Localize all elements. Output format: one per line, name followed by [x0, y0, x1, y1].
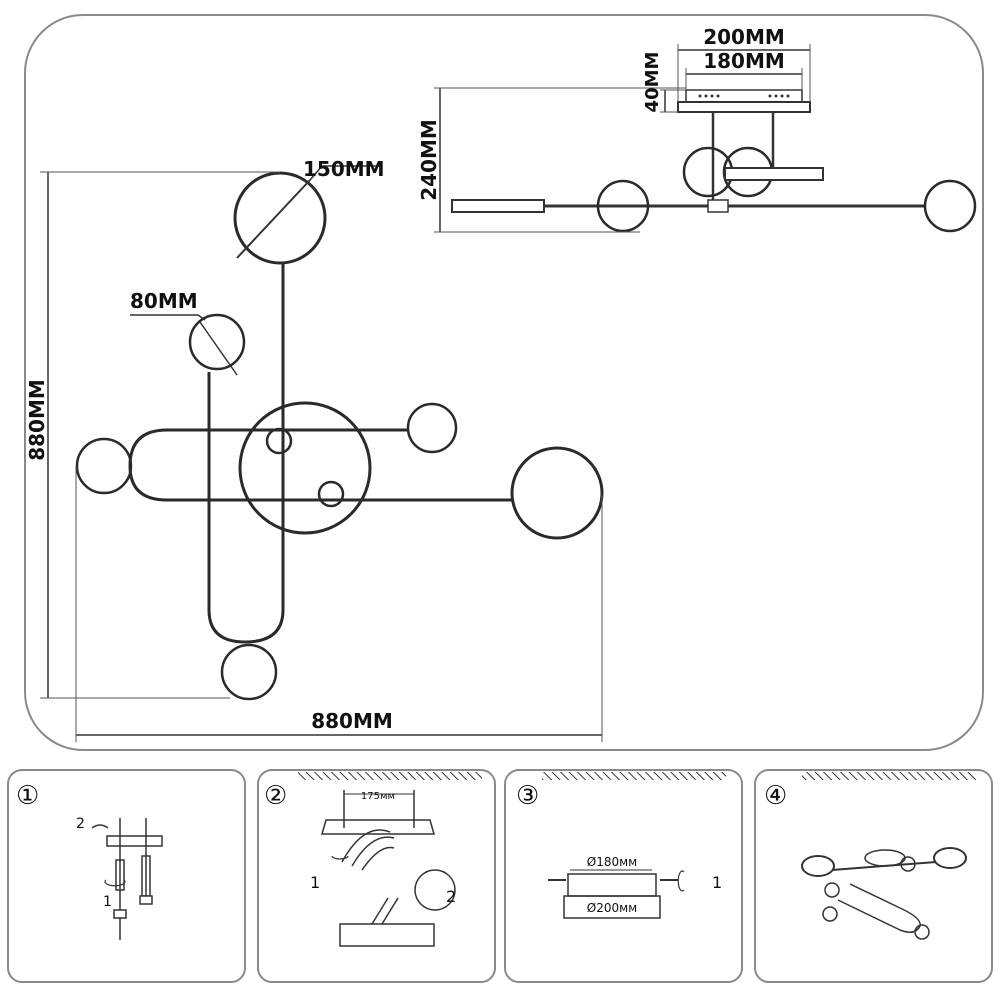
step-3-number: ③: [516, 781, 539, 811]
base-outer-dim: 200MM: [703, 25, 785, 49]
step-2-callout-a: 1: [310, 873, 320, 892]
large-globe-right: [510, 446, 604, 540]
small-globe-left: [75, 437, 133, 495]
step-4-number: ④: [764, 781, 787, 811]
step-2-number: ②: [264, 781, 287, 811]
step-1-number: ①: [16, 781, 39, 811]
ball-small-dim: 80MM: [130, 289, 198, 313]
top-view-drawing: [40, 165, 604, 742]
main-panel-frame: [24, 14, 984, 751]
step-1-callout-b: 1: [103, 894, 112, 910]
ball-large-dim: 150MM: [303, 157, 385, 181]
width-dim: 880MM: [311, 709, 393, 733]
total-drop-dim: 240MM: [417, 119, 441, 201]
step-3-panel: ③ Ø180мм Ø200мм 1: [504, 769, 743, 983]
small-globe-right: [406, 402, 458, 454]
step-3-inner-dim: Ø180мм: [587, 855, 637, 869]
small-globe-bottom: [220, 643, 278, 701]
large-globe-top: [233, 171, 327, 265]
small-globe-upper: [188, 313, 246, 371]
side-view-drawing: [434, 44, 977, 233]
step-4-panel: ④: [754, 769, 993, 983]
step-1-panel: ① 2 1: [7, 769, 246, 983]
height-dim: 880MM: [25, 379, 49, 461]
step-2-panel: ② 175мм 1 2: [257, 769, 496, 983]
step-3-outer-dim: Ø200мм: [587, 901, 637, 915]
step-3-callout-a: 1: [712, 873, 722, 892]
step-2-spacing: 175мм: [361, 791, 395, 802]
step-1-callout-a: 2: [76, 816, 85, 832]
base-thickness-dim: 40MM: [642, 52, 663, 113]
step-2-callout-b: 2: [446, 887, 456, 906]
base-inner-dim: 180MM: [703, 49, 785, 73]
